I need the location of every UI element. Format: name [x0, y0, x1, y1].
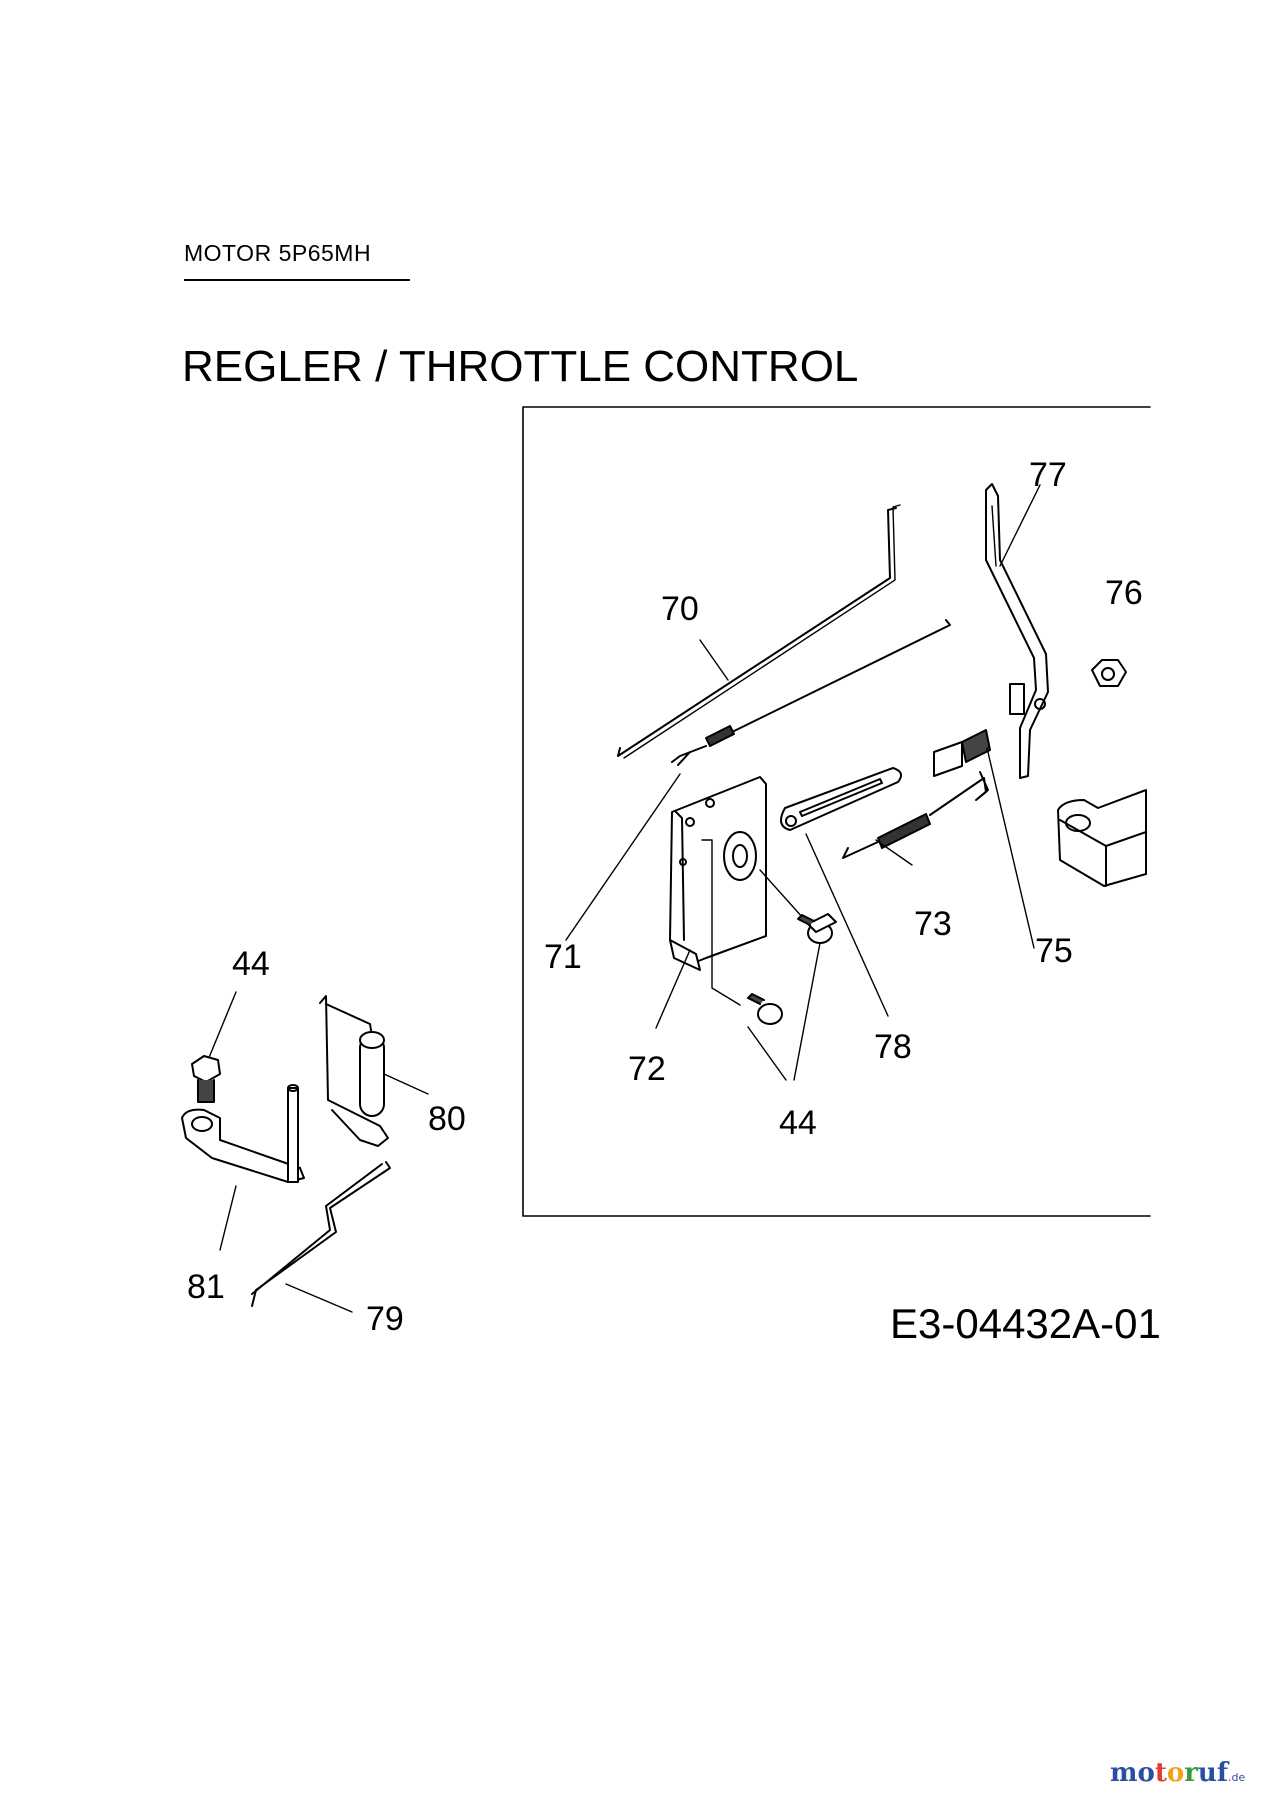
diagram-code: E3-04432A-01 [890, 1300, 1161, 1347]
page-title: REGLER / THROTTLE CONTROL [182, 342, 859, 391]
logo-letter-6: u [1197, 1758, 1217, 1788]
part-44-bolt-upper [759, 869, 837, 944]
part-73-spring [842, 771, 989, 859]
callout-81: 81 [187, 1268, 225, 1306]
callout-76: 76 [1105, 574, 1143, 612]
bracket [1057, 789, 1147, 887]
part-71-link [671, 619, 951, 766]
logo-letter-4: o [1166, 1758, 1185, 1788]
logo-letter-3: t [1154, 1758, 1167, 1788]
motor-underline [184, 279, 410, 281]
part-77-lever [985, 483, 1049, 779]
part-80-hinge [319, 995, 429, 1147]
assembly-frame [522, 406, 1151, 1217]
brand-logo[interactable]: motoruf.de [1110, 1758, 1245, 1788]
logo-letter-7: f [1216, 1758, 1229, 1788]
callout-77: 77 [1029, 456, 1067, 494]
logo-letter-2: o [1137, 1758, 1155, 1788]
part-79-rod [251, 1161, 391, 1313]
callout-70: 70 [661, 590, 699, 628]
callout-79: 79 [366, 1300, 404, 1338]
part-44-bolt-lower [747, 993, 783, 1025]
leader-lines [565, 484, 1041, 1081]
motor-label: MOTOR 5P65MH [184, 240, 372, 266]
part-78-slotted-link [780, 767, 903, 831]
callout-80: 80 [428, 1100, 466, 1138]
logo-letter-5: r [1184, 1758, 1198, 1788]
logo-tld: .de [1228, 1771, 1246, 1784]
callout-72: 72 [628, 1050, 666, 1088]
part-81-arm [181, 1084, 305, 1251]
part-72-plate [669, 776, 767, 1006]
callout-75: 75 [1035, 932, 1073, 970]
callout-71: 71 [544, 938, 582, 976]
callout-44-left: 44 [232, 945, 270, 983]
part-76-nut [1091, 659, 1127, 687]
logo-letter-1: m [1110, 1758, 1138, 1788]
part-75-screw [933, 729, 991, 777]
part-70-rod [617, 504, 901, 759]
part-44-bolt-left [191, 991, 237, 1103]
callout-44-right: 44 [779, 1104, 817, 1142]
callout-73: 73 [914, 905, 952, 943]
callout-78: 78 [874, 1028, 912, 1066]
